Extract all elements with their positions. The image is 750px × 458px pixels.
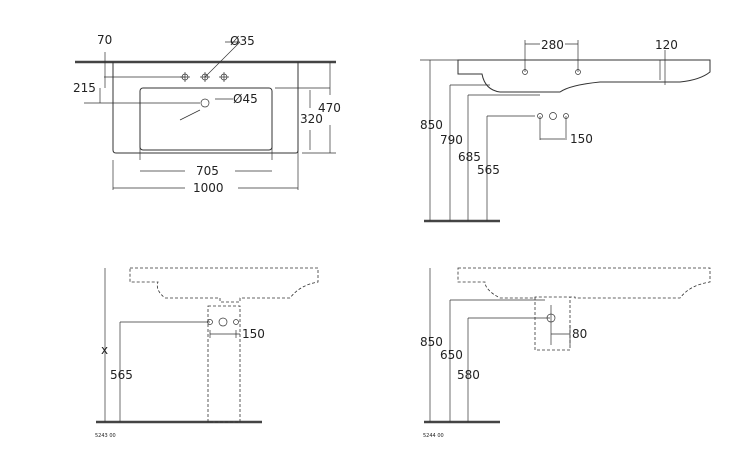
dimension-lines (104, 268, 240, 422)
dim-650: 650 (440, 348, 463, 362)
dim-320: 320 (300, 112, 323, 126)
dimension-lines (420, 40, 666, 221)
basin-outline (457, 59, 711, 93)
dim-850: 850 (420, 118, 443, 132)
siphon-view: 850 650 580 80 5244 00 (420, 267, 711, 439)
dimension-lines (84, 41, 336, 190)
dimension-lines (429, 268, 571, 422)
dim-70: 70 (97, 33, 112, 47)
dim-280: 280 (541, 38, 564, 52)
dim-1000: 1000 (193, 181, 224, 195)
bowl-outline (139, 87, 273, 151)
dim-565: 565 (477, 163, 500, 177)
dim-580: 580 (457, 368, 480, 382)
drain-hole-icon (200, 98, 210, 108)
dim-x: x (101, 343, 108, 357)
basin-outline (112, 62, 299, 154)
dim-215: 215 (73, 81, 96, 95)
dim-705: 705 (196, 164, 219, 178)
dim-80: 80 (572, 327, 587, 341)
dim-120: 120 (655, 38, 678, 52)
siphon-outline (534, 297, 571, 351)
dim-790: 790 (440, 133, 463, 147)
top-view: 70 215 470 320 705 1000 Ø35 Ø45 (73, 33, 341, 195)
dim-150: 150 (570, 132, 593, 146)
dim-565: 565 (110, 368, 133, 382)
basin-outline-dashed (129, 267, 319, 303)
dim-150: 150 (242, 327, 265, 341)
dia-45: Ø45 (233, 92, 258, 106)
drawing-code: 5244 00 (423, 433, 444, 439)
front-view: 280 120 850 790 685 565 150 (420, 38, 711, 223)
dia-35: Ø35 (230, 34, 255, 48)
pedestal-view: x 565 150 5243 00 (95, 267, 319, 439)
tap-hole-icons (180, 72, 229, 82)
pedestal-outline (207, 305, 241, 423)
dim-685: 685 (458, 150, 481, 164)
drawing-code: 5243 00 (95, 433, 116, 439)
dim-850: 850 (420, 335, 443, 349)
basin-outline-dashed (457, 267, 711, 299)
dim-470: 470 (318, 101, 341, 115)
